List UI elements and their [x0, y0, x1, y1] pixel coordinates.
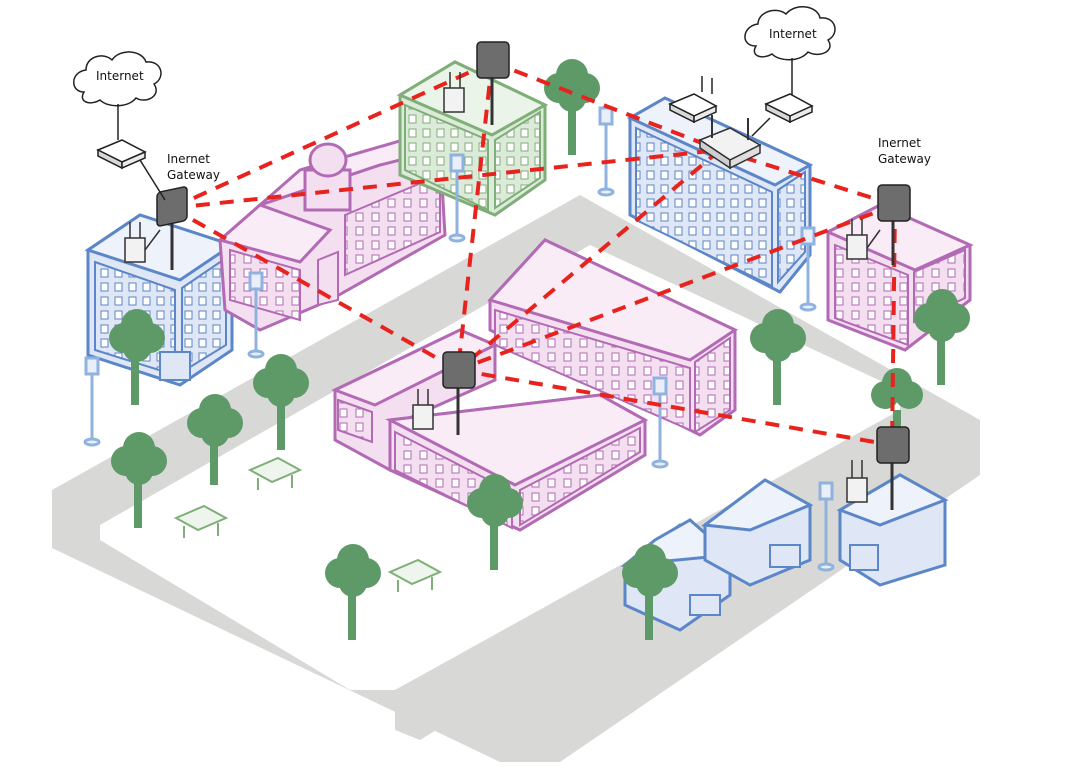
mesh-node-central — [412, 351, 476, 435]
mesh-link — [171, 60, 493, 210]
mesh-node-icon — [156, 186, 188, 227]
mesh-link — [456, 61, 494, 371]
gateway-label: Gateway — [167, 168, 220, 182]
building-blue-left — [84, 213, 236, 387]
internet-uplink-right: Internet Inernet Gateway — [668, 6, 931, 166]
mesh-node-icon — [476, 41, 510, 79]
building-pink-central-hall — [487, 238, 739, 437]
mesh-node-icon — [442, 351, 476, 389]
picnic-table-icon — [173, 504, 229, 538]
building-pink-chapel — [216, 133, 447, 332]
street-lamp-icon — [83, 356, 101, 447]
building-blue-right — [626, 96, 814, 294]
tree-icon — [914, 289, 970, 385]
mesh-node-right-gateway — [846, 184, 911, 265]
street-lamps — [83, 106, 835, 572]
mesh-link — [491, 60, 721, 152]
mesh-node-blue-right — [698, 115, 762, 170]
mesh-node-green — [443, 41, 510, 125]
picnic-table-icon — [247, 456, 303, 490]
street-lamp-icon — [651, 376, 669, 469]
road-branch — [395, 580, 640, 740]
mesh-node-house — [846, 426, 910, 510]
tree-icon — [467, 474, 523, 570]
mesh-node-icon — [877, 184, 911, 222]
cloud-icon — [73, 51, 162, 107]
cloud-icon — [744, 6, 836, 61]
router-icon — [846, 477, 868, 503]
tree-icon — [111, 432, 167, 528]
mesh-node-left-gateway — [124, 186, 188, 270]
street-lamp-icon — [247, 271, 265, 359]
mesh-link — [171, 206, 459, 372]
internet-uplink-left: Internet Inernet Gateway — [73, 51, 220, 201]
gateway-label: Inernet — [167, 152, 210, 166]
tree-icon — [325, 544, 381, 640]
router-icon — [846, 234, 868, 260]
cloud-label: Internet — [769, 27, 817, 41]
street-lamp-icon — [597, 106, 615, 197]
mesh-link — [171, 148, 721, 210]
street-lamp-icon — [448, 153, 466, 243]
building-green — [396, 60, 549, 217]
tree-icon — [253, 354, 309, 450]
street-lamp-icon — [817, 481, 835, 572]
picnic-tables — [173, 456, 443, 592]
tree-icon — [544, 59, 600, 155]
house-blue-2 — [701, 478, 814, 587]
tree-icon — [750, 309, 806, 405]
tree-icon — [622, 544, 678, 640]
router-icon — [443, 87, 465, 113]
gateway-label: Inernet — [878, 136, 921, 150]
mesh-link — [890, 204, 897, 446]
tree-icon — [187, 394, 243, 485]
mesh-links — [171, 60, 897, 447]
mesh-node-icon — [876, 426, 910, 464]
cloud-label: Internet — [96, 69, 144, 83]
router-icon — [124, 237, 146, 263]
mesh-link — [457, 203, 896, 372]
tree-icon — [109, 309, 165, 405]
gateway-label: Gateway — [878, 152, 931, 166]
mesh-link — [457, 368, 893, 447]
mesh-link — [456, 148, 722, 372]
picnic-table-icon — [387, 558, 443, 592]
mesh-nodes — [124, 41, 911, 510]
router-icon — [412, 404, 434, 430]
